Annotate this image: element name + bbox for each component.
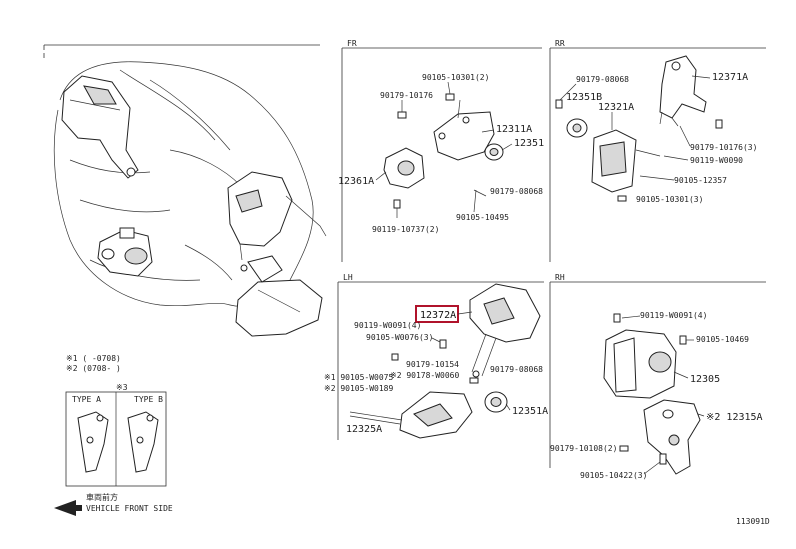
label-highlighted-12372a: 12372A	[420, 310, 456, 321]
engine-overview-front-mount	[61, 75, 139, 179]
rh-fasteners	[613, 313, 687, 465]
type-b-label: TYPE B	[134, 395, 163, 404]
label-rr-d: 12321A	[598, 102, 634, 113]
section-title-lh: LH	[343, 273, 353, 282]
label-rr-c: 12351B	[566, 92, 602, 103]
label-fr-a: 90105-10301(2)	[422, 73, 489, 82]
type-variant-box: ※3 TYPE A TYPE B	[65, 383, 167, 487]
type-b-bracket	[127, 411, 159, 473]
section-title-fr: FR	[347, 39, 357, 48]
label-lh-c: 90179-10154	[406, 360, 459, 369]
front-label-en: VEHICLE FRONT SIDE	[86, 504, 173, 513]
notes: ※1 ( -0708) ※2 (0708- )	[66, 354, 121, 373]
label-lh-h: 12351A	[512, 406, 548, 417]
type-box-ref: ※3	[116, 383, 128, 392]
label-lh-b: 90105-W0076(3)	[366, 333, 433, 342]
label-rh-c: 12305	[690, 374, 720, 385]
label-fr-b: 90179-10176	[380, 91, 433, 100]
label-lh-f: ※1 90105-W0075	[324, 373, 394, 382]
label-fr-f: 90179-08068	[490, 187, 543, 196]
note-2: ※2 (0708- )	[66, 364, 121, 373]
part-12361a-mount	[383, 147, 425, 189]
label-fr-g: 90105-10495	[456, 213, 509, 222]
engine-overview-right-mount	[227, 171, 327, 261]
label-lh-e: 90179-08068	[490, 365, 543, 374]
label-lh-g: ※2 90105-W0189	[324, 384, 394, 393]
engine-overview	[43, 44, 327, 337]
label-rh-a: 90119-W0091(4)	[640, 311, 707, 320]
label-lh-d: ※2 90178-W0060	[390, 371, 460, 380]
label-fr-e: 12361A	[338, 176, 374, 187]
part-12305-mount	[603, 329, 677, 399]
label-rr-h: 90105-10301(3)	[636, 195, 703, 204]
engine-overview-rear-mount	[235, 255, 323, 337]
part-12321a-mount	[591, 129, 661, 193]
label-lh-a: 90119-W0091(4)	[354, 321, 421, 330]
section-rh: RH 90119-W0091(4) 90105-10469 12305 ※2 1…	[549, 273, 766, 480]
label-fr-h: 90119-10737(2)	[372, 225, 439, 234]
section-lh: LH 12372A 90119-W0091(4) 90105-W	[324, 273, 548, 440]
part-12325a-bracket	[349, 391, 473, 439]
section-rr: RR 90179-08068 12371A 12351B 12321A 901	[549, 39, 766, 262]
part-12371a-bracket	[659, 55, 707, 127]
diagram-code: 113091D	[736, 517, 770, 526]
label-rh-f: 90105-10422(3)	[580, 471, 647, 480]
type-a-label: TYPE A	[72, 395, 101, 404]
label-rr-b: 12371A	[712, 72, 748, 83]
section-title-rr: RR	[555, 39, 565, 48]
footer: 車両前方 VEHICLE FRONT SIDE 113091D	[54, 492, 770, 526]
label-rr-f: 90119-W0090	[690, 156, 743, 165]
label-rh-d: ※2 12315A	[706, 412, 763, 423]
engine-overview-left-mount	[97, 227, 153, 277]
part-12372a-bracket	[469, 283, 541, 378]
type-a-bracket	[77, 411, 109, 473]
label-lh-i: 12325A	[346, 424, 382, 435]
section-fr: FR 90105-10301(2) 90179-10176 12311A	[338, 39, 544, 262]
section-title-rh: RH	[555, 273, 565, 282]
label-rr-e: 90179-10176(3)	[690, 143, 757, 152]
part-12351b-bushing	[566, 118, 588, 138]
label-fr-c: 12311A	[496, 124, 532, 135]
note-1: ※1 ( -0708)	[66, 354, 121, 363]
label-rr-a: 90179-08068	[576, 75, 629, 84]
part-12315a-bracket	[643, 399, 701, 475]
part-12351-bushing	[484, 143, 504, 161]
label-fr-d: 12351	[514, 138, 544, 149]
front-arrow-icon	[54, 500, 82, 516]
label-rh-e: 90179-10108(2)	[550, 444, 617, 453]
part-12351a-bushing	[484, 391, 508, 413]
rr-fasteners	[555, 99, 723, 202]
front-label-jp: 車両前方	[86, 492, 118, 502]
lh-fasteners	[391, 339, 479, 384]
label-rh-b: 90105-10469	[696, 335, 749, 344]
label-rr-g: 90105-12357	[674, 176, 727, 185]
part-12311a-bracket	[433, 99, 495, 161]
